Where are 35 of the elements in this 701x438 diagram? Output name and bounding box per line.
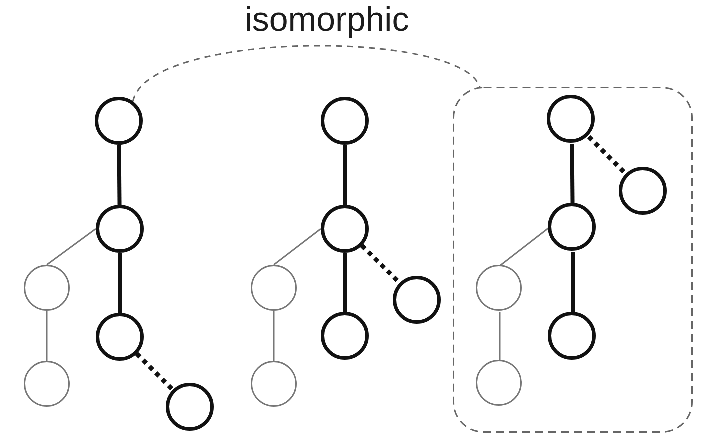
tree-node xyxy=(321,205,369,253)
tree-node xyxy=(95,97,143,145)
edge-line xyxy=(571,252,575,313)
tree-node xyxy=(96,313,144,361)
edge-line xyxy=(570,144,575,204)
tree-node xyxy=(24,361,70,407)
tree-node xyxy=(548,202,596,250)
tree-node xyxy=(24,265,70,311)
thin-edge-line xyxy=(500,227,550,267)
dotted-edge-line xyxy=(360,244,402,285)
thin-edge-line xyxy=(499,312,501,361)
dotted-edge-line xyxy=(135,352,175,392)
edge-label: isomorphic xyxy=(244,3,410,37)
dashed-arc xyxy=(132,45,481,102)
tree-node xyxy=(321,97,369,145)
thin-edge-line xyxy=(273,311,275,361)
edge-line xyxy=(117,144,122,206)
tree-node xyxy=(321,312,369,360)
edge-line xyxy=(343,145,347,205)
tree-node xyxy=(618,166,666,214)
tree-node xyxy=(251,265,297,311)
thin-edge-line xyxy=(274,228,322,266)
thin-edge-line xyxy=(46,311,48,361)
tree-node xyxy=(476,360,522,406)
tree-node xyxy=(251,361,297,407)
edge-line xyxy=(343,253,347,312)
tree-node xyxy=(166,383,214,431)
tree-node xyxy=(548,312,596,360)
tree-node xyxy=(393,276,441,324)
dashed-frame xyxy=(453,87,693,433)
tree-node xyxy=(546,94,594,142)
edge-line xyxy=(118,253,122,313)
tree-node xyxy=(476,264,522,310)
thin-edge-line xyxy=(46,228,96,266)
tree-node xyxy=(96,205,144,253)
